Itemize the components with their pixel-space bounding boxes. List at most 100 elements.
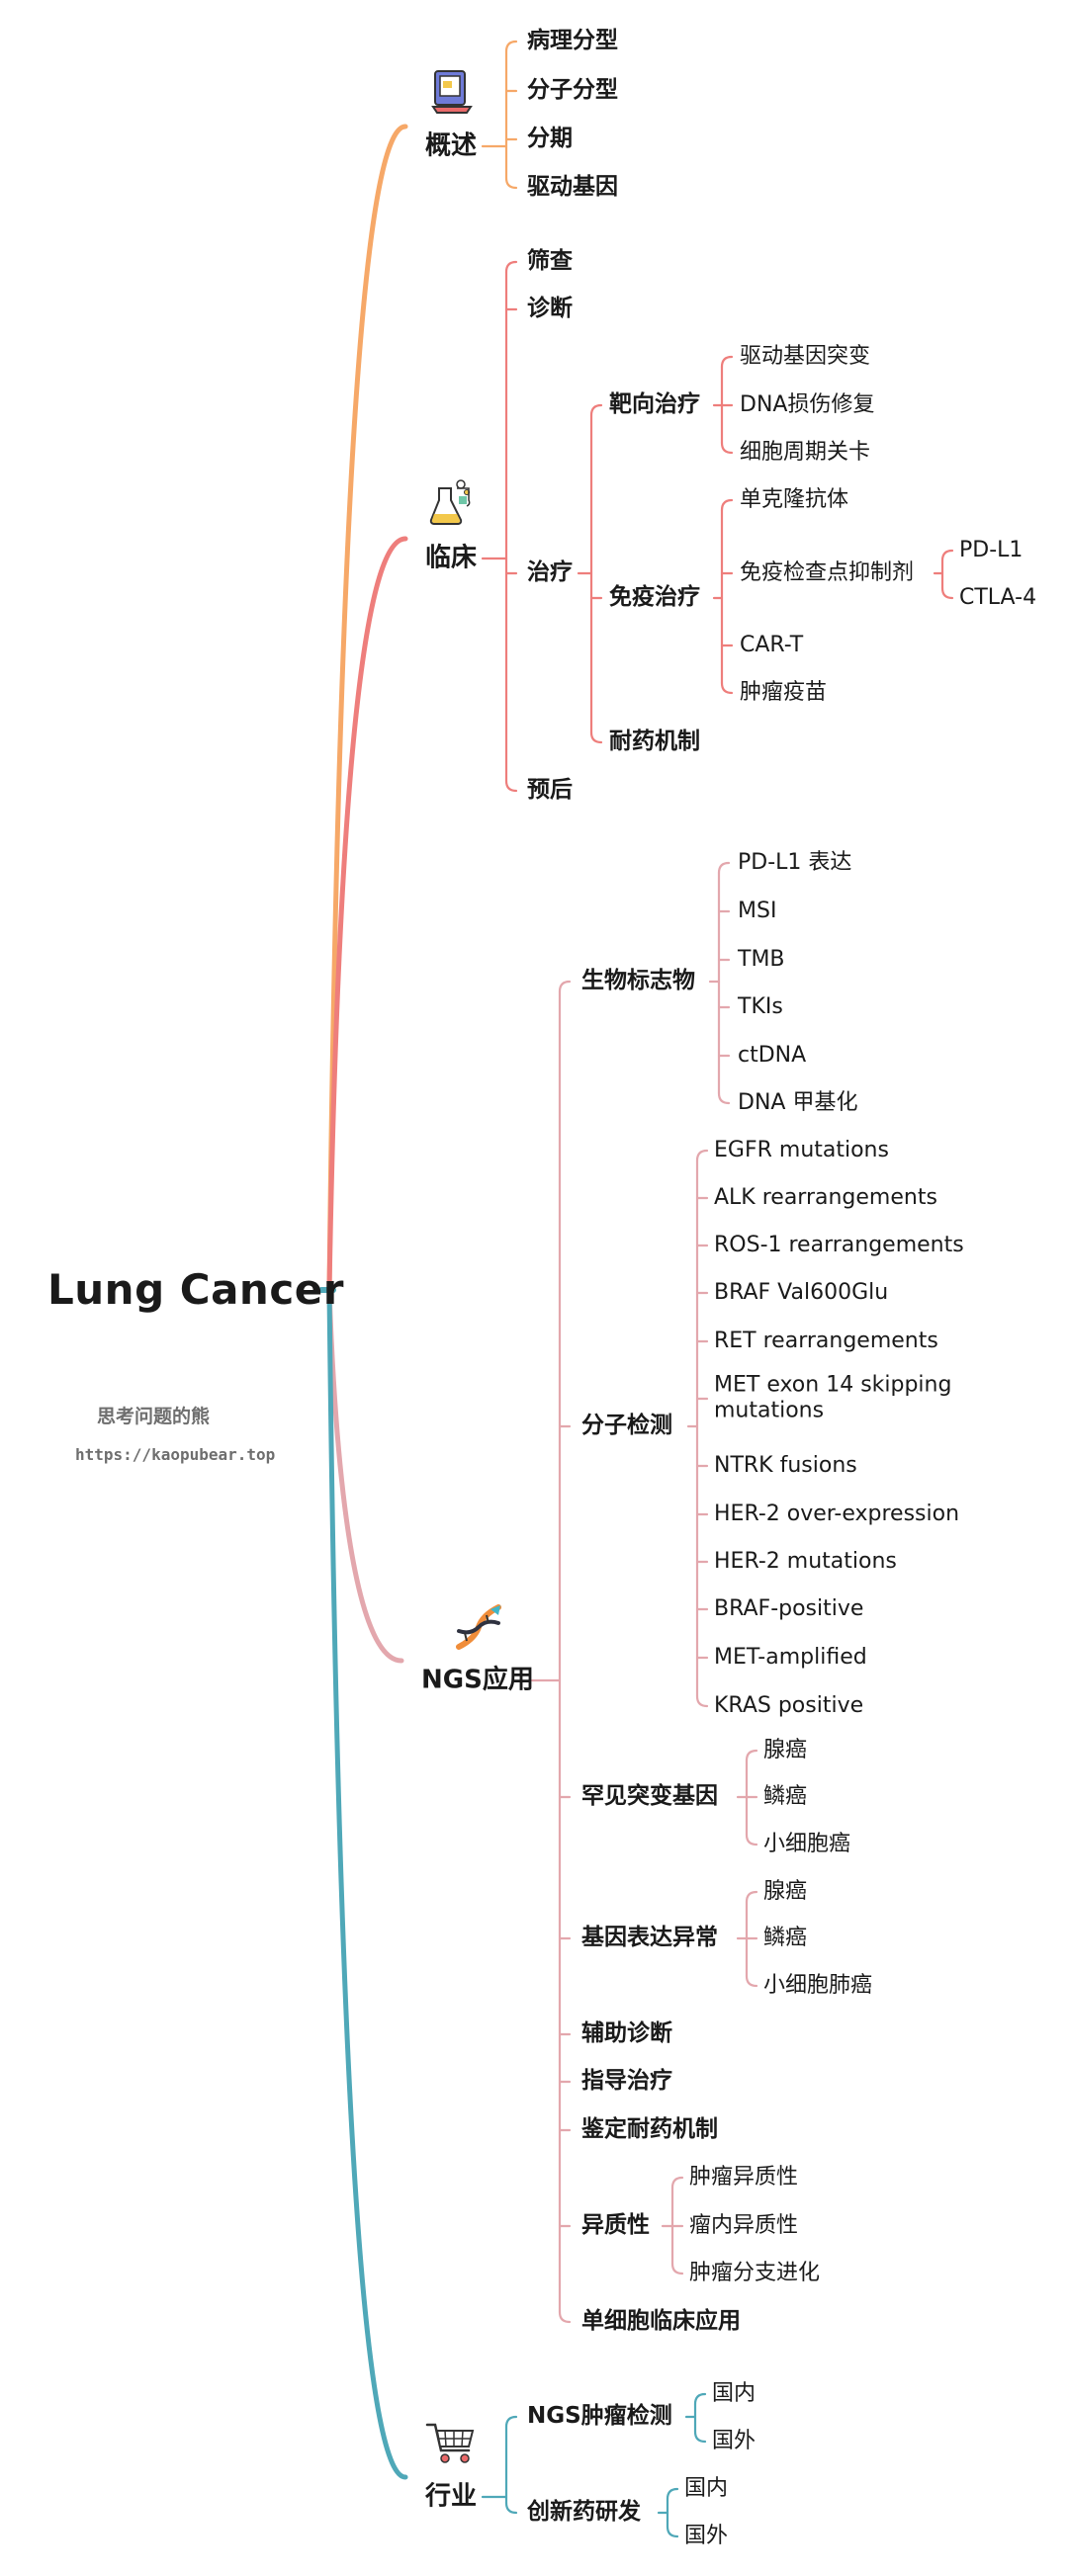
connector-line (504, 2501, 518, 2515)
connector-line (504, 779, 518, 793)
branch-1-node-1: 诊断 (527, 296, 573, 322)
author-url: https://kaopubear.top (75, 1445, 276, 1464)
branch-1-node-2-1-2: CAR-T (740, 632, 804, 657)
branch-2-node-2-0: 腺癌 (763, 1737, 808, 1762)
connector-line (745, 1749, 758, 1762)
branch-2-node-1-9: BRAF-positive (714, 1595, 864, 1621)
branch-2-node-0-5: DNA 甲基化 (738, 1089, 858, 1115)
branch-2-node-8: 单细胞临床应用 (581, 2308, 741, 2335)
cart-icon (425, 2423, 475, 2463)
branch-2-node-7-2: 肿瘤分支进化 (689, 2260, 821, 2285)
connector-line (326, 1287, 408, 2480)
connector-line (504, 2415, 518, 2429)
branch-3: 行业 (425, 2481, 478, 2512)
connector-line (326, 1287, 404, 1664)
branch-2-node-0: 生物标志物 (581, 968, 695, 994)
branch-1: 临床 (425, 543, 478, 573)
connector-line (504, 260, 518, 274)
branch-2-node-0-2: TMB (738, 946, 785, 972)
branch-3-node-0: NGS肿瘤检测 (527, 2403, 672, 2430)
branch-1-node-2-1-0: 单克隆抗体 (740, 486, 849, 512)
connector-line (940, 586, 954, 600)
branch-0: 概述 (425, 130, 478, 161)
branch-2-node-6: 鉴定耐药机制 (581, 2116, 718, 2143)
branch-2-node-1-1: ALK rearrangements (714, 1184, 937, 1210)
branch-1-node-2-0-0: 驱动基因突变 (740, 343, 871, 369)
branch-1-node-3: 预后 (527, 777, 573, 804)
branch-2-node-5: 指导治疗 (581, 2068, 672, 2095)
branch-1-node-2: 治疗 (527, 559, 573, 586)
branch-2-node-4: 辅助诊断 (581, 2020, 672, 2047)
connector-line (589, 730, 603, 744)
branch-0-node-2: 分期 (527, 126, 573, 152)
branch-2-node-3-2: 小细胞肺癌 (763, 1972, 873, 1998)
connector-line (717, 1091, 731, 1105)
branch-2-node-7-1: 瘤内异质性 (689, 2212, 799, 2238)
branch-2-node-3-0: 腺癌 (763, 1878, 808, 1904)
dna-icon (456, 1604, 501, 1650)
connector-line (326, 124, 408, 1293)
connector-line (720, 441, 734, 455)
connector-line (717, 861, 731, 875)
connector-line (666, 2525, 679, 2538)
branch-2: NGS应用 (421, 1665, 534, 1695)
branch-2-node-0-0: PD-L1 表达 (738, 849, 852, 875)
connector-line (693, 2430, 707, 2444)
connector-line (720, 681, 734, 695)
branch-2-node-7: 异质性 (581, 2212, 650, 2239)
connector-line (558, 980, 572, 993)
connector-line (693, 2392, 707, 2406)
connector-line (670, 2262, 684, 2275)
connector-line (720, 498, 734, 512)
author-credit: 思考问题的熊 (97, 1406, 211, 1427)
branch-1-node-2-0: 靶向治疗 (609, 391, 700, 418)
branch-0-node-1: 分子分型 (527, 77, 618, 104)
branch-2-node-0-3: TKIs (738, 993, 783, 1019)
branch-3-node-1-1: 国外 (684, 2523, 729, 2548)
branch-2-node-1-3: BRAF Val600Glu (714, 1279, 889, 1305)
branch-2-node-2: 罕见突变基因 (581, 1783, 718, 1810)
branch-1-node-2-1: 免疫治疗 (609, 584, 700, 611)
branch-3-node-1: 创新药研发 (527, 2499, 641, 2526)
connector-line (745, 1890, 758, 1904)
branch-2-node-3-1: 鳞癌 (763, 1925, 808, 1950)
branch-1-node-2-2: 耐药机制 (609, 729, 700, 755)
branch-2-node-1-11: KRAS positive (714, 1692, 864, 1718)
connector-line (720, 355, 734, 369)
connector-line (558, 2310, 572, 2324)
connector-line (695, 1694, 709, 1708)
root-title: Lung Cancer (47, 1265, 344, 1314)
branch-2-node-1-0: EGFR mutations (714, 1137, 889, 1162)
branch-2-node-2-2: 小细胞癌 (763, 1831, 851, 1856)
branch-3-node-0-1: 国外 (712, 2428, 756, 2453)
connector-line (940, 549, 954, 562)
branch-2-node-1-7: HER-2 over-expression (714, 1501, 960, 1526)
branch-2-node-1-8: HER-2 mutations (714, 1548, 897, 1574)
connector-line (745, 1833, 758, 1846)
branch-2-node-2-1: 鳞癌 (763, 1783, 808, 1809)
flask-icon (429, 479, 471, 525)
connector-line (326, 536, 408, 1293)
branch-3-node-1-0: 国内 (684, 2475, 729, 2501)
branch-3-node-0-0: 国内 (712, 2380, 756, 2406)
branch-1-node-0: 筛查 (527, 248, 573, 275)
branch-2-node-0-4: ctDNA (738, 1042, 807, 1068)
branch-2-node-1-6: NTRK fusions (714, 1452, 857, 1478)
branch-2-node-1-4: RET rearrangements (714, 1328, 938, 1353)
branch-2-node-1-2: ROS-1 rearrangements (714, 1232, 964, 1257)
connector-line (745, 1974, 758, 1988)
branch-1-node-2-1-1-0: PD-L1 (959, 537, 1024, 562)
connector-line (670, 2176, 684, 2190)
connector-line (504, 40, 518, 53)
branch-1-node-2-0-2: 细胞周期关卡 (740, 439, 871, 465)
connector-line (695, 1149, 709, 1162)
connector-line (589, 403, 603, 417)
branch-2-node-1-10: MET-amplified (714, 1644, 867, 1670)
branch-2-node-3: 基因表达异常 (581, 1925, 718, 1951)
branch-2-node-1: 分子检测 (581, 1413, 672, 1439)
computer-icon (431, 70, 473, 114)
connector-line (666, 2487, 679, 2501)
branch-1-node-2-1-3: 肿瘤疫苗 (740, 679, 828, 705)
